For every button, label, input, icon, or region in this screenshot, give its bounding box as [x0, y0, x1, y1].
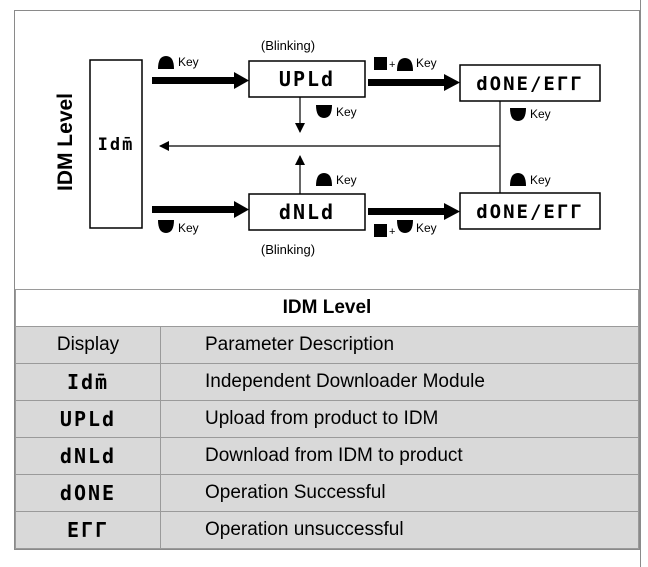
table-row: dONE Operation Successful — [15, 474, 639, 512]
row-display: Idm̄ — [15, 363, 161, 401]
up-key-icon-top-right — [397, 58, 413, 71]
blinking-top-label: (Blinking) — [261, 38, 315, 53]
idm-box — [89, 59, 143, 229]
side-title: IDM Level — [54, 93, 77, 191]
down-key-icon-bottom-right — [397, 220, 413, 233]
row-description: Upload from product to IDM — [160, 400, 639, 438]
done-err-bottom-display: dONE/EΓΓ — [476, 201, 584, 223]
key-label-4: Key — [530, 107, 551, 121]
key-label-3: Key — [336, 105, 357, 119]
arrow-idm-to-dnld — [152, 201, 249, 218]
table-row: Idm̄ Independent Downloader Module — [15, 363, 639, 401]
arrow-dnld-to-done — [368, 203, 460, 220]
down-key-icon-upper — [316, 105, 332, 118]
table-header-row: Display Parameter Description — [15, 326, 639, 364]
done-err-top-box — [459, 64, 601, 102]
set-key-icon-bottom — [374, 224, 387, 237]
down-key-icon-lower-left — [158, 220, 174, 233]
row-display: EΓΓ — [15, 511, 161, 549]
key-label-5: Key — [336, 173, 357, 187]
plus-label-top: + — [389, 59, 395, 71]
upld-box — [248, 60, 366, 98]
table-row: UPLd Upload from product to IDM — [15, 400, 639, 438]
dnld-display: dNLd — [279, 200, 335, 224]
arrow-idm-to-upld — [152, 72, 249, 89]
upld-display: UPLd — [279, 67, 335, 91]
done-err-top-display: dONE/EΓΓ — [476, 73, 584, 95]
key-label-1: Key — [178, 55, 199, 69]
idm-display: Idm̄ — [98, 135, 135, 155]
key-label-8: Key — [416, 221, 437, 235]
up-key-icon-right-lower — [510, 173, 526, 186]
idm-flow-diagram: IDM Level Idm̄ UPLd (Blinking) dNLd (Bli… — [54, 38, 601, 257]
set-key-icon-top — [374, 57, 387, 70]
key-label-7: Key — [178, 221, 199, 235]
key-label-6: Key — [530, 173, 551, 187]
row-description: Operation Successful — [160, 474, 639, 512]
table-title: IDM Level — [15, 289, 639, 327]
row-display: dNLd — [15, 437, 161, 475]
blinking-bottom-label: (Blinking) — [261, 242, 315, 257]
plus-label-bottom: + — [389, 226, 395, 238]
up-key-icon — [158, 56, 174, 69]
parameter-table: IDM Level Display Parameter Description … — [15, 289, 639, 549]
page-edge-line — [640, 0, 641, 567]
up-key-icon-lower — [316, 173, 332, 186]
arrow-upld-to-done — [368, 74, 460, 91]
row-description: Download from IDM to product — [160, 437, 639, 475]
key-label-2: Key — [416, 56, 437, 70]
col-description-header: Parameter Description — [160, 326, 639, 364]
table-row: EΓΓ Operation unsuccessful — [15, 511, 639, 549]
done-err-bottom-box — [459, 192, 601, 230]
row-description: Independent Downloader Module — [160, 363, 639, 401]
row-display: UPLd — [15, 400, 161, 438]
row-description: Operation unsuccessful — [160, 511, 639, 549]
down-key-icon-right — [510, 108, 526, 121]
table-row: dNLd Download from IDM to product — [15, 437, 639, 475]
dnld-box — [248, 193, 366, 231]
col-display-header: Display — [15, 326, 161, 364]
row-display: dONE — [15, 474, 161, 512]
return-lines — [159, 97, 501, 194]
